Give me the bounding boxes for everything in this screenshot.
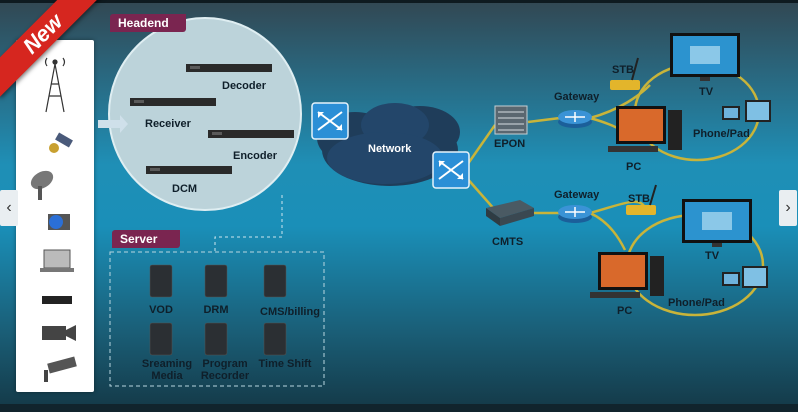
pc-bottom bbox=[590, 252, 664, 298]
security-camera-icon bbox=[44, 356, 77, 382]
gateway-top-label: Gateway bbox=[554, 91, 600, 103]
tv-bottom-label: TV bbox=[705, 250, 720, 262]
tv-top bbox=[670, 33, 740, 81]
server-box bbox=[109, 251, 325, 387]
video-camera-icon bbox=[42, 325, 76, 341]
receiver-label: Receiver bbox=[145, 118, 191, 130]
server-tower-recorder bbox=[204, 322, 228, 356]
gateway-bottom-label: Gateway bbox=[554, 189, 600, 201]
encoder-label: Encoder bbox=[233, 150, 278, 162]
stb-bottom-label: STB bbox=[628, 193, 650, 205]
gateway-router-bottom bbox=[558, 205, 592, 223]
stb-top-label: STB bbox=[612, 64, 634, 76]
server-tower-cms bbox=[263, 264, 287, 298]
cmts-label: CMTS bbox=[492, 236, 524, 248]
source-panel bbox=[16, 40, 94, 392]
new-ribbon: New bbox=[0, 0, 110, 110]
tv-bottom bbox=[682, 199, 752, 247]
epon-device bbox=[494, 105, 528, 135]
laptop-icon bbox=[40, 249, 74, 272]
disc-player-icon bbox=[48, 214, 70, 230]
input-arrow bbox=[98, 115, 128, 133]
pc-top bbox=[608, 106, 682, 152]
tv-top-label: TV bbox=[699, 86, 714, 98]
gateway-router-top bbox=[558, 110, 592, 128]
encoder-rack bbox=[208, 130, 294, 138]
epon-label: EPON bbox=[494, 138, 526, 150]
prev-slide-button[interactable]: ‹ bbox=[0, 190, 18, 226]
core-switch-left bbox=[311, 102, 349, 140]
dcm-label: DCM bbox=[172, 183, 198, 195]
program-recorder-label: Program Recorder bbox=[200, 358, 250, 382]
cms-billing-label: CMS/billing bbox=[260, 306, 320, 318]
satellite-dish-icon bbox=[30, 170, 54, 200]
server-tower-streaming bbox=[149, 322, 173, 356]
decoder-rack bbox=[186, 64, 272, 72]
streaming-media-label: Sreaming Media bbox=[141, 358, 193, 382]
headend-circle bbox=[108, 17, 302, 211]
pc-top-label: PC bbox=[626, 161, 642, 173]
time-shift-label: Time Shift bbox=[258, 358, 312, 370]
phone-pad-bottom bbox=[722, 266, 768, 288]
stb-device-bottom bbox=[626, 184, 657, 215]
server-tower-timeshift bbox=[263, 322, 287, 356]
server-tower-drm bbox=[204, 264, 228, 298]
pc-bottom-label: PC bbox=[617, 305, 633, 317]
drm-label: DRM bbox=[203, 304, 229, 316]
server-tag: Server bbox=[112, 230, 180, 248]
cmts-device bbox=[486, 200, 534, 226]
core-switch-right bbox=[432, 151, 470, 189]
phone-pad-top-label: Phone/Pad bbox=[693, 128, 750, 140]
vod-label: VOD bbox=[149, 304, 173, 316]
set-top-box-icon bbox=[42, 296, 72, 304]
new-badge: New bbox=[0, 0, 106, 97]
stb-device-top bbox=[610, 57, 640, 90]
headend-server-link bbox=[214, 195, 283, 252]
bottom-border bbox=[0, 404, 798, 412]
server-tower-vod bbox=[149, 264, 173, 298]
phone-pad-top bbox=[722, 100, 771, 122]
phone-pad-bottom-label: Phone/Pad bbox=[668, 297, 725, 309]
satellite-icon bbox=[49, 132, 73, 153]
network-label: Network bbox=[368, 143, 412, 155]
antenna-tower-icon bbox=[44, 57, 66, 113]
top-border bbox=[0, 0, 798, 3]
headend-tag: Headend bbox=[110, 14, 186, 32]
next-slide-button[interactable]: › bbox=[779, 190, 797, 226]
receiver-rack bbox=[130, 98, 216, 106]
decoder-label: Decoder bbox=[222, 80, 267, 92]
dcm-rack bbox=[146, 166, 232, 174]
